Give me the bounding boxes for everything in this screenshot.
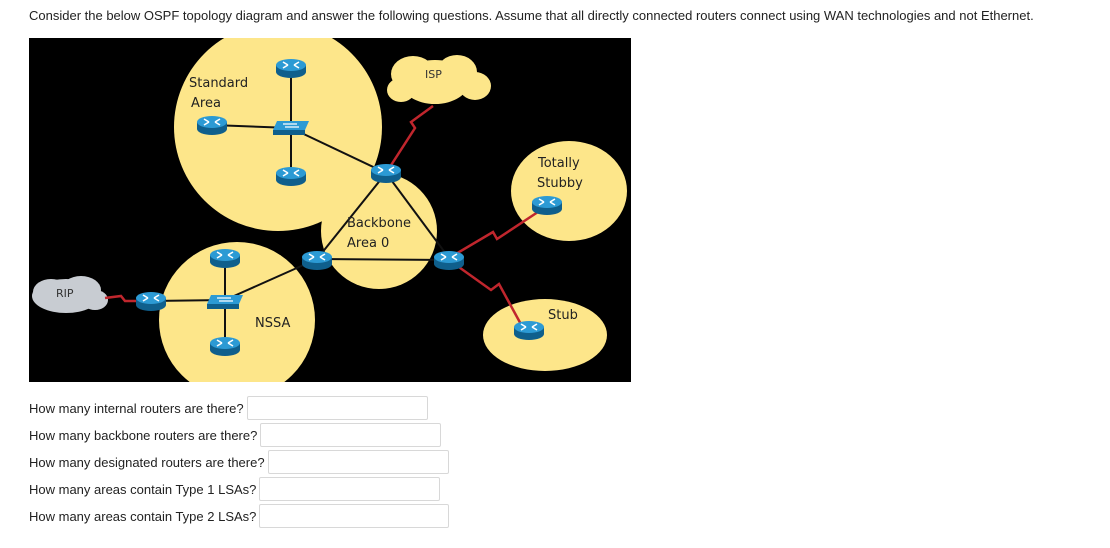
label-totally-stubby-line1: Totally — [537, 156, 580, 171]
label-rip: RIP — [56, 287, 74, 300]
router-rip-asbr-icon — [135, 291, 167, 312]
router-standard-bottom-icon — [275, 166, 307, 187]
router-standard-top-icon — [275, 58, 307, 79]
label-isp: ISP — [425, 68, 442, 81]
question-type1-lsa-areas: How many areas contain Type 1 LSAs? — [29, 477, 441, 501]
switch-standard-icon — [272, 120, 310, 136]
label-backbone-line1: Backbone — [347, 216, 411, 231]
type2-lsa-areas-answer-field[interactable] — [259, 504, 450, 528]
stub-area-region — [483, 299, 607, 371]
router-backbone-right-icon — [433, 250, 465, 271]
question-designated-routers: How many designated routers are there? — [29, 450, 449, 474]
designated-routers-answer-field[interactable] — [267, 450, 449, 474]
router-totally-stubby-icon — [531, 195, 563, 216]
question-label: How many areas contain Type 2 LSAs? — [29, 508, 257, 524]
label-stub: Stub — [548, 308, 578, 323]
rip-cloud — [32, 276, 108, 313]
router-backbone-left-icon — [301, 250, 333, 271]
question-label: How many backbone routers are there? — [29, 427, 258, 443]
question-backbone-routers: How many backbone routers are there? — [29, 423, 442, 447]
router-backbone-top-icon — [370, 163, 402, 184]
router-standard-left-icon — [196, 115, 228, 136]
question-type2-lsa-areas: How many areas contain Type 2 LSAs? — [29, 504, 450, 528]
question-label: How many designated routers are there? — [29, 454, 265, 470]
label-standard-line2: Area — [191, 96, 221, 111]
ospf-topology-diagram: Standard Area ISP Totally Stubby Backbon… — [29, 38, 631, 382]
label-totally-stubby-line2: Stubby — [537, 176, 583, 191]
question-internal-routers: How many internal routers are there? — [29, 396, 428, 420]
question-label: How many areas contain Type 1 LSAs? — [29, 481, 257, 497]
internal-routers-answer-field[interactable] — [246, 396, 428, 420]
router-nssa-top-icon — [209, 248, 241, 269]
switch-nssa-icon — [206, 294, 244, 310]
totally-stubby-area-region — [511, 141, 627, 241]
router-nssa-bottom-icon — [209, 336, 241, 357]
isp-cloud — [387, 55, 491, 104]
area-links — [150, 64, 450, 344]
backbone-routers-answer-field[interactable] — [260, 423, 442, 447]
label-nssa: NSSA — [255, 316, 290, 331]
label-backbone-line2: Area 0 — [347, 236, 389, 251]
question-label: How many internal routers are there? — [29, 400, 244, 416]
type1-lsa-areas-answer-field[interactable] — [259, 477, 441, 501]
label-standard-line1: Standard — [189, 76, 248, 91]
router-stub-icon — [513, 320, 545, 341]
instructions-text: Consider the below OSPF topology diagram… — [29, 8, 1034, 23]
